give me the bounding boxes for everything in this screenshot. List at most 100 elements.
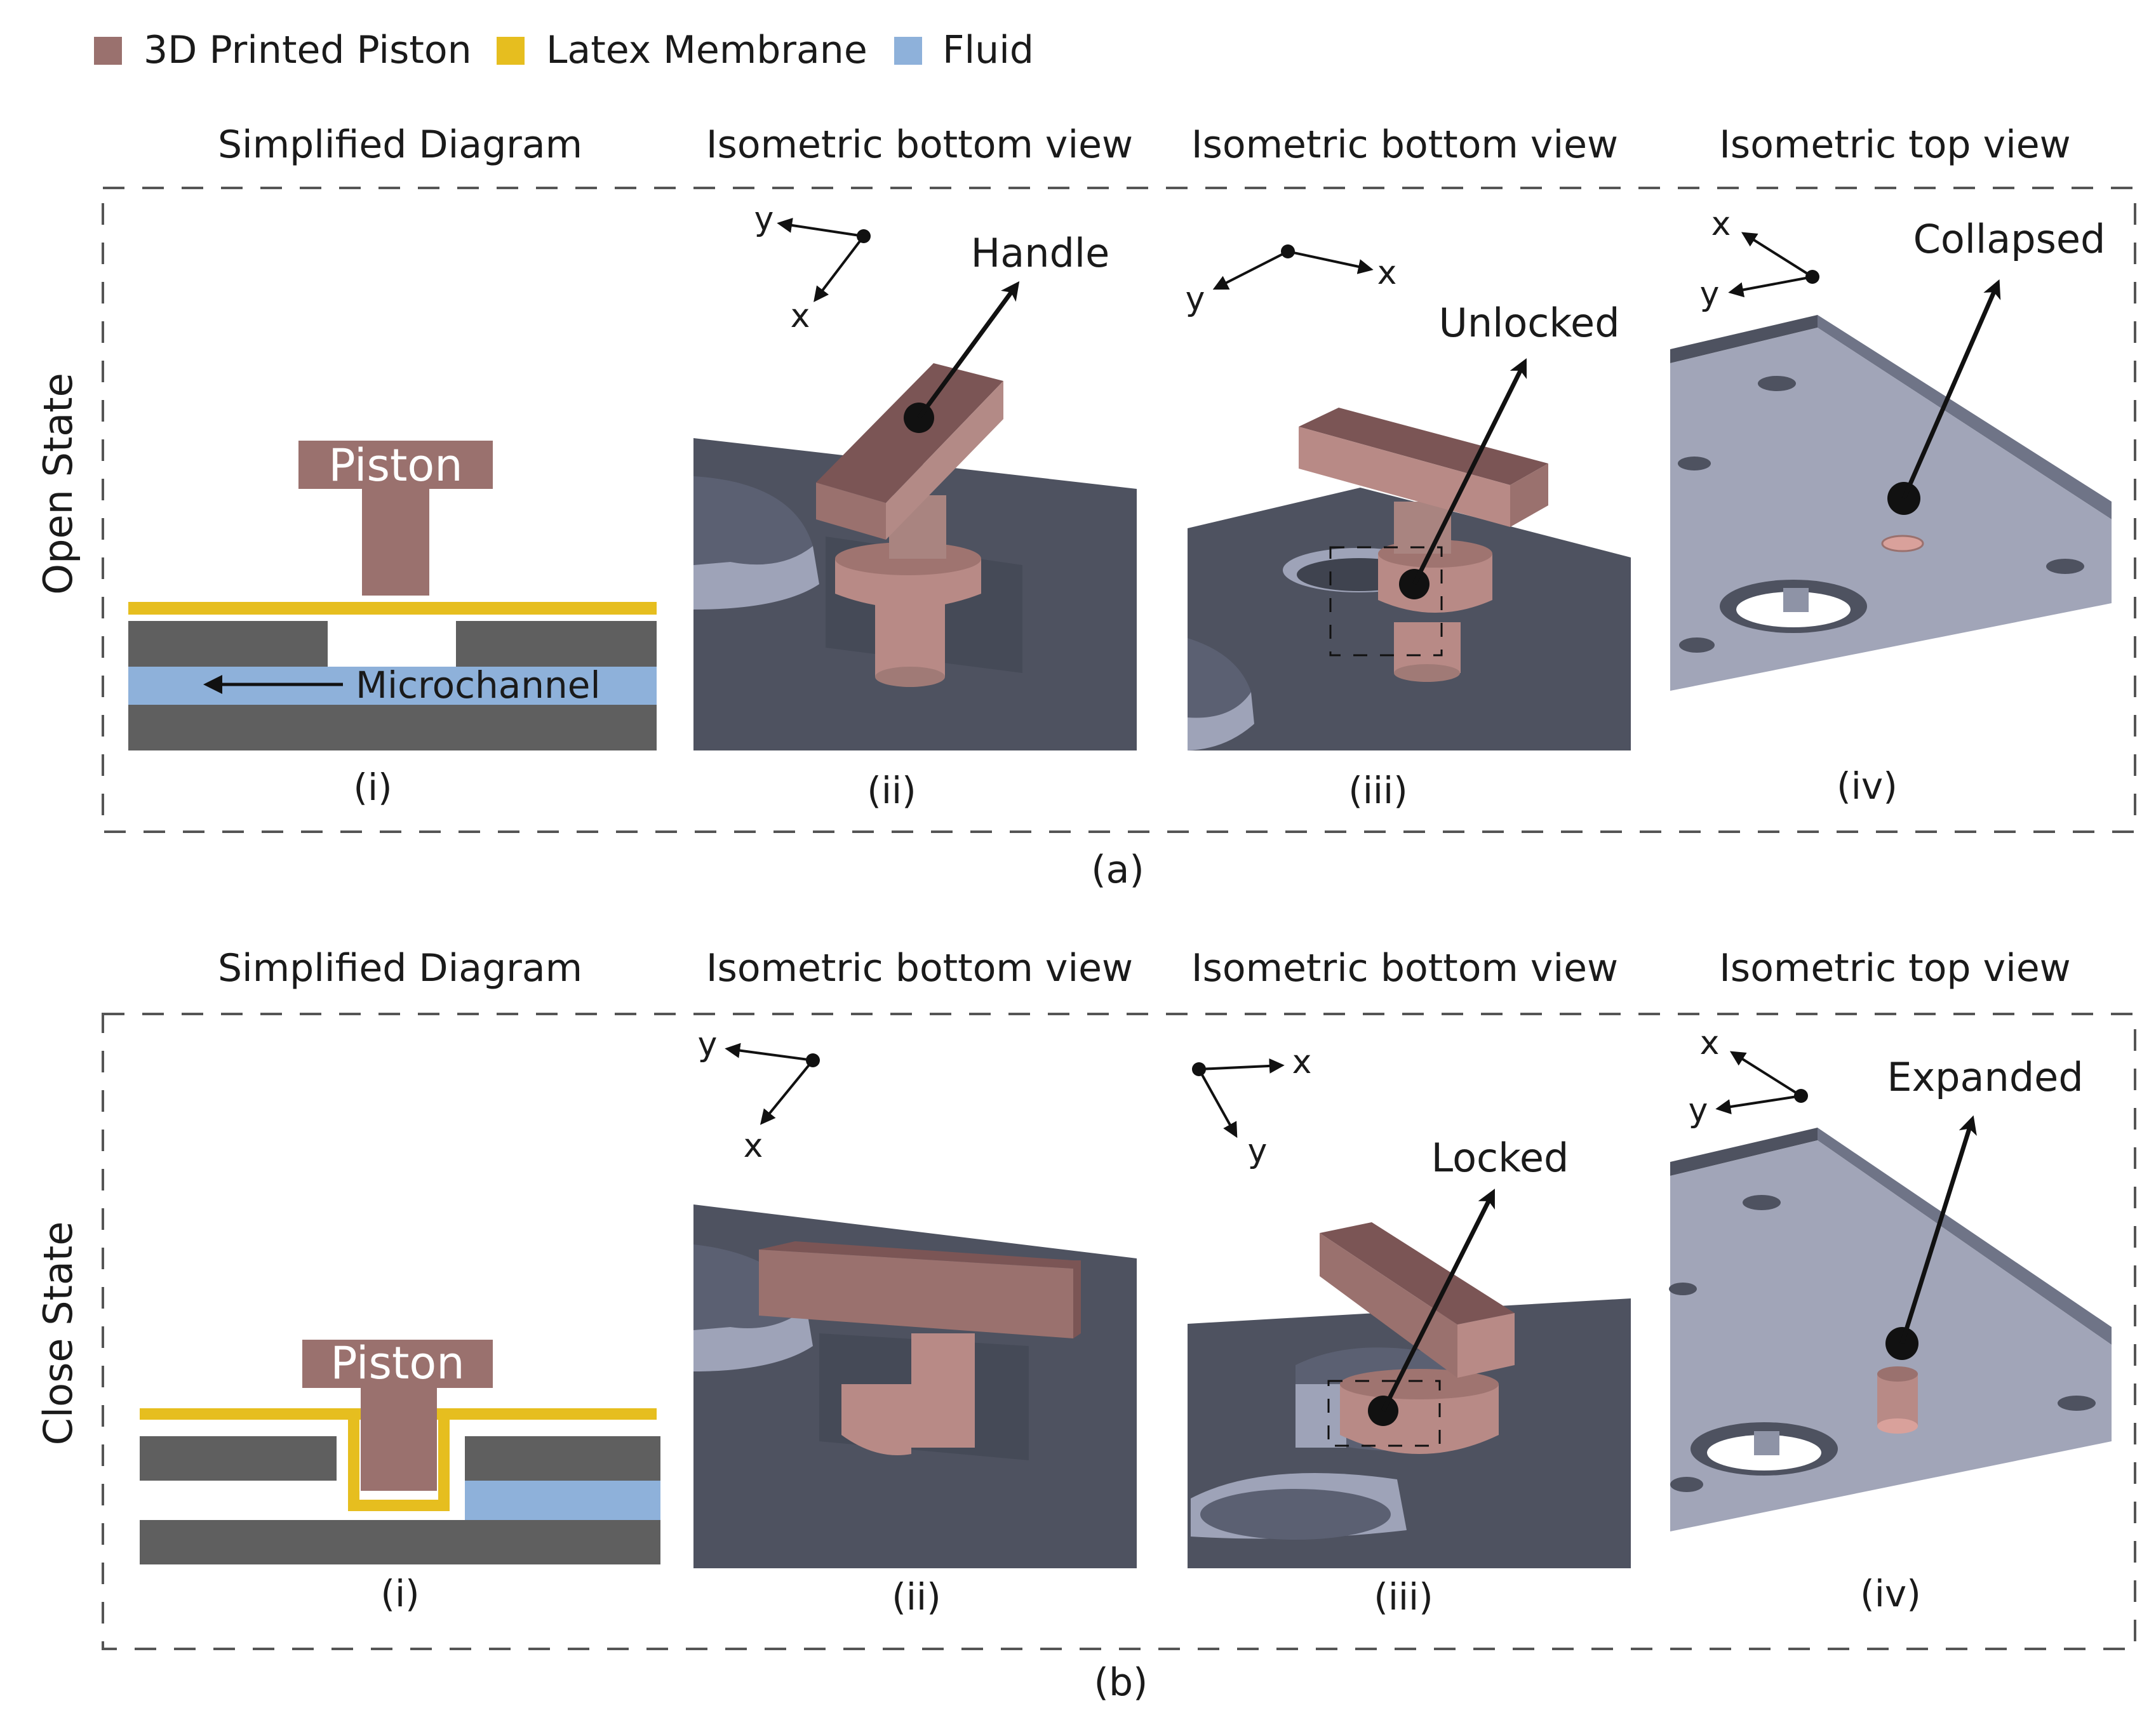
- lock-slot-tab: [1754, 1431, 1779, 1455]
- piston-cam: [841, 1384, 911, 1455]
- lock-ring-wall: [1296, 1384, 1346, 1448]
- column-title: Isometric bottom view: [706, 123, 1133, 167]
- axis-x: [1729, 1051, 1802, 1097]
- callout-arrow: [1901, 279, 2001, 500]
- handle-front: [816, 483, 886, 540]
- microchannel-label: Microchannel: [356, 663, 601, 707]
- column-title: Isometric top view: [1719, 123, 2071, 167]
- legend-label-membrane: Latex Membrane: [546, 28, 867, 72]
- axis-label-x: x: [791, 297, 810, 335]
- callout-arrow: [1381, 1189, 1495, 1412]
- piston-label: Piston: [328, 439, 462, 491]
- plate-top: [1670, 328, 2112, 691]
- plate-hole-ring-wall: [693, 1308, 813, 1371]
- panel-a: Simplified Diagram Isometric bottom view…: [35, 123, 2136, 892]
- piston-stem: [361, 1382, 437, 1491]
- axis-x: [814, 235, 865, 302]
- subcaption: (ii): [867, 769, 916, 812]
- callout-arrow: [917, 281, 1020, 420]
- render-bottom-view-locked: Locked x y: [1188, 1043, 1631, 1568]
- axis-label-x: x: [1292, 1043, 1312, 1081]
- axis-y: [1198, 1069, 1238, 1138]
- piston-shaft: [875, 597, 945, 677]
- piston-shaft-end: [875, 667, 945, 687]
- axis-triad: x y: [1186, 244, 1396, 318]
- handle-side: [1510, 463, 1548, 527]
- handle-side: [886, 381, 1003, 540]
- detail-box: [1327, 1380, 1441, 1447]
- plate-hole-ring-wall: [1188, 692, 1254, 750]
- subcaption: (i): [353, 766, 392, 809]
- column-title: Simplified Diagram: [218, 946, 582, 990]
- legend: 3D Printed Piston Latex Membrane Fluid: [94, 28, 1034, 72]
- axis-x: [1198, 1058, 1285, 1074]
- legend-item-fluid: Fluid: [894, 28, 1034, 72]
- render-bottom-view-handle: Handle y x: [693, 200, 1137, 750]
- piston-stem: [362, 489, 429, 596]
- substrate-bottom: [128, 705, 657, 750]
- fluid-channel: [465, 1481, 660, 1520]
- render-bottom-view-closed: y x: [693, 1025, 1137, 1568]
- detail-box: [1329, 546, 1443, 657]
- axis-x: [1741, 232, 1814, 278]
- axis-y: [1728, 276, 1813, 298]
- piston-top: [1881, 535, 1924, 552]
- lock-slot-tab: [1783, 588, 1809, 612]
- piston-head: [302, 1340, 493, 1388]
- screw-hole: [1743, 1195, 1781, 1210]
- legend-swatch-membrane: [497, 37, 525, 65]
- piston-extended-top: [1877, 1366, 1918, 1382]
- subcaption: (iii): [1374, 1575, 1433, 1618]
- callout-arrow: [1412, 358, 1527, 585]
- axis-triad: y x: [754, 200, 871, 335]
- callout-arrow: [1899, 1115, 1977, 1345]
- column-title: Isometric top view: [1719, 946, 2071, 990]
- plate-edge-side: [1818, 315, 2112, 519]
- axis-triad: y x: [698, 1025, 820, 1165]
- handle-top: [816, 363, 1003, 503]
- plate-hole-ring-wall: [693, 546, 819, 610]
- axis-label-y: y: [1700, 275, 1720, 313]
- subcaption: (iii): [1348, 769, 1408, 812]
- column-title: Isometric bottom view: [1191, 946, 1618, 990]
- substrate-right: [456, 621, 657, 667]
- panel-caption: (b): [1094, 1660, 1148, 1705]
- subcaption: (i): [380, 1572, 419, 1615]
- axis-y: [777, 218, 864, 237]
- plate-edge: [1670, 315, 1818, 363]
- handle-top: [1299, 408, 1548, 485]
- axis-label-x: x: [1711, 205, 1731, 243]
- legend-item-piston: 3D Printed Piston: [94, 28, 472, 72]
- plate-hole-ring: [1188, 638, 1251, 718]
- axis-y: [725, 1043, 814, 1062]
- screw-hole: [1678, 457, 1711, 470]
- handle-front: [759, 1250, 1073, 1338]
- plate-edge-side: [1818, 1128, 2112, 1345]
- piston-head: [298, 441, 493, 489]
- substrate-left: [140, 1436, 337, 1481]
- subcaption: (iv): [1837, 764, 1898, 808]
- render-top-view-expanded: Expanded x y: [1669, 1024, 2112, 1531]
- legend-label-fluid: Fluid: [942, 28, 1034, 72]
- screw-hole: [2058, 1396, 2096, 1411]
- callout-label-collapsed: Collapsed: [1913, 216, 2106, 262]
- column-title: Simplified Diagram: [218, 123, 582, 167]
- plate-hole-ring: [693, 476, 813, 565]
- axis-triad: x y: [1700, 205, 1819, 313]
- piston-extended-bottom: [1877, 1418, 1918, 1434]
- substrate-right: [465, 1436, 660, 1481]
- screw-hole: [1758, 376, 1796, 391]
- axis-x: [760, 1059, 814, 1125]
- piston-extended: [1877, 1374, 1918, 1426]
- callout-label-locked: Locked: [1431, 1135, 1569, 1181]
- axis-label-y: y: [1248, 1132, 1268, 1170]
- simplified-diagram-closed: Piston: [140, 1337, 660, 1564]
- axis-label-y: y: [1689, 1091, 1708, 1130]
- plate-edge: [1670, 1128, 1818, 1176]
- panel-caption: (a): [1091, 848, 1144, 892]
- state-label: Close State: [35, 1222, 81, 1446]
- substrate-bottom: [140, 1520, 660, 1564]
- legend-label-piston: 3D Printed Piston: [144, 28, 472, 72]
- state-label: Open State: [35, 373, 81, 594]
